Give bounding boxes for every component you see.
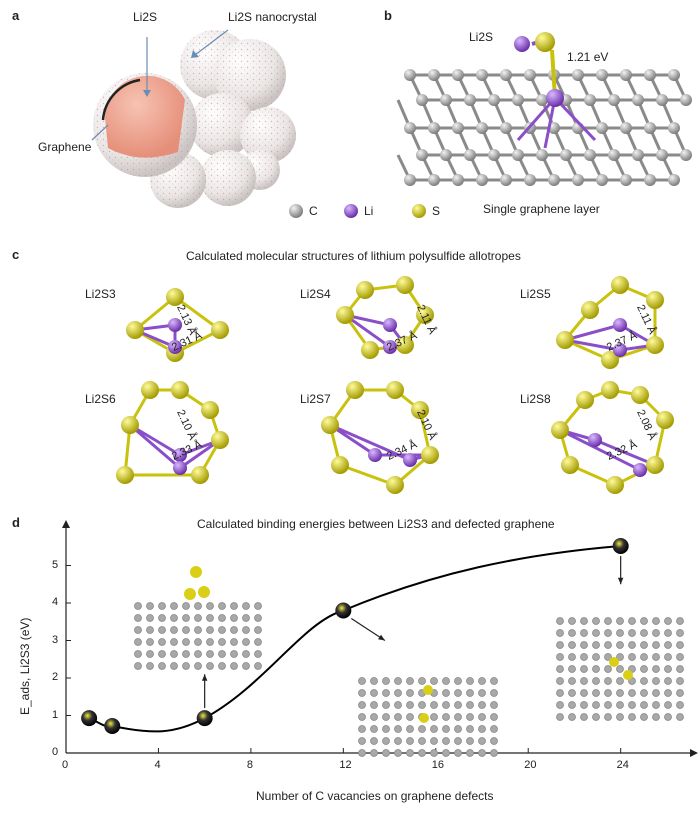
- x-tick-label: 24: [616, 759, 629, 771]
- panel-b-letter: b: [384, 8, 392, 23]
- y-axis-arrow: [62, 520, 70, 528]
- data-point-3: [196, 710, 213, 727]
- y-tick-label: 3: [52, 633, 59, 646]
- molecule-formula: Li2S3: [85, 287, 116, 301]
- panel-d-title: Calculated binding energies between Li2S…: [197, 517, 555, 531]
- y-axis-title: E_ads, Li2S3 (eV): [18, 617, 32, 715]
- x-tick-label: 8: [246, 759, 253, 771]
- inset-arrow: [351, 617, 386, 642]
- bond-length-ss: 2.11 Å: [414, 303, 439, 337]
- bond-length-lis: 2.32 Å: [605, 438, 639, 463]
- label-graphene: Graphene: [38, 140, 92, 154]
- inset-structure-3: [556, 617, 684, 721]
- x-axis-arrow: [690, 749, 698, 757]
- inset-s-atom: [609, 657, 619, 667]
- data-point-5: [612, 538, 629, 554]
- molecule-formula: Li2S7: [300, 392, 331, 406]
- x-tick-label: 12: [339, 759, 352, 771]
- y-tick-label: 4: [52, 596, 59, 608]
- inset-arrowhead: [378, 634, 385, 641]
- y-tick-label: 1: [52, 708, 59, 721]
- legend-s: S: [432, 204, 441, 218]
- data-point-4: [335, 602, 352, 619]
- label-binding-energy-b: 1.21 eV: [567, 50, 609, 64]
- inset-arrowhead: [617, 577, 624, 585]
- inset-s-atom: [623, 670, 633, 680]
- nanocrystal-cluster: [93, 30, 296, 208]
- inset-s-atom: [198, 586, 210, 598]
- y-tick-label: 0: [52, 746, 59, 758]
- bond-length-lis: 2.37 Å: [385, 329, 419, 354]
- legend-c: C: [309, 204, 318, 218]
- inset-s-atom: [184, 588, 196, 600]
- x-tick-label: 4: [154, 759, 161, 771]
- molecule-5: [321, 381, 439, 494]
- x-tick-label: 16: [431, 759, 445, 771]
- panel-a-letter: a: [12, 8, 20, 23]
- bond-length-lis: 2.37 Å: [605, 329, 639, 354]
- inset-structure-2: [358, 677, 498, 757]
- molecule-formula: Li2S5: [520, 287, 551, 301]
- x-axis-title: Number of C vacancies on graphene defect…: [256, 789, 494, 803]
- label-li2s-nanocrystal: Li2S nanocrystal: [228, 10, 317, 24]
- bond-length-ss: 2.11 Å: [634, 303, 659, 337]
- inset-s-atom: [419, 713, 429, 723]
- bond-length-ss: 2.10 Å: [174, 408, 199, 442]
- x-tick-label: 0: [62, 759, 69, 771]
- inset-s-atom: [423, 685, 433, 695]
- label-single-graphene: Single graphene layer: [483, 202, 600, 216]
- x-tick-label: 20: [524, 759, 537, 771]
- bond-length-ss: 2.10 Å: [414, 408, 439, 442]
- bond-length-ss: 2.08 Å: [634, 408, 659, 442]
- molecule-formula: Li2S4: [300, 287, 331, 301]
- data-point-2: [104, 718, 121, 734]
- y-tick-label: 5: [52, 558, 59, 571]
- inset-structure-1: [134, 602, 262, 670]
- label-li2s-b: Li2S: [469, 30, 494, 44]
- binding-energy-curve: [88, 545, 621, 733]
- label-li2s-core: Li2S: [133, 10, 158, 24]
- molecule-formula: Li2S6: [85, 392, 116, 406]
- legend-li: Li: [364, 204, 374, 218]
- inset-s-atom: [190, 566, 202, 578]
- panel-d-letter: d: [12, 515, 20, 530]
- y-tick-label: 2: [52, 671, 59, 683]
- inset-arrowhead: [201, 674, 208, 681]
- bond-length-lis: 2.34 Å: [385, 438, 419, 463]
- data-point-1: [81, 710, 98, 727]
- molecule-formula: Li2S8: [520, 392, 551, 406]
- panel-c-title: Calculated molecular structures of lithi…: [186, 249, 521, 263]
- molecule-4: [116, 381, 229, 484]
- panel-c-letter: c: [12, 247, 20, 262]
